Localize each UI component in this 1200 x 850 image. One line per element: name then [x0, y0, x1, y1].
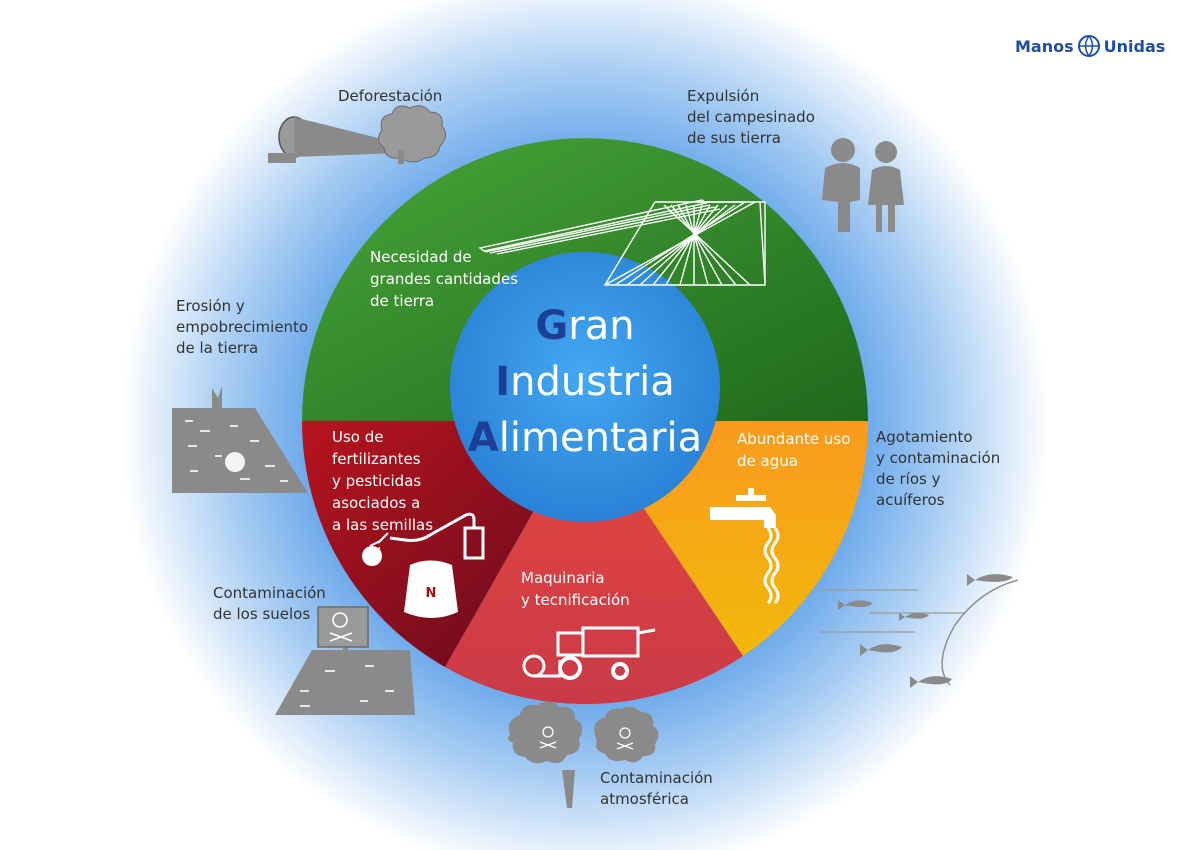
center-line-1: Gran	[535, 303, 635, 349]
fertilizer-bag-icon: N	[404, 560, 458, 618]
center-line-2: Industria	[495, 359, 675, 405]
water-tap-icon	[710, 488, 780, 604]
pollution-cloud-icon	[508, 701, 659, 808]
segment-machinery-label: Maquinaria y tecnificación	[521, 569, 630, 609]
impact-erosion-label: Erosión y empobrecimiento de la tierra	[176, 297, 309, 357]
sprayer-icon	[362, 512, 485, 566]
fish-icon	[820, 574, 1019, 688]
harvester-icon	[522, 626, 656, 680]
crop-rows-icon	[478, 199, 766, 286]
globe-icon	[1077, 35, 1100, 57]
center-title: Gran Industria Alimentaria	[440, 298, 730, 466]
segment-machinery	[445, 421, 743, 705]
eroded-field-icon	[172, 386, 308, 493]
manos-unidas-logo: Manos Unidas	[1015, 34, 1165, 58]
impact-deforestation-label: Deforestación	[338, 87, 443, 105]
log-and-tree-icon	[268, 105, 446, 164]
poison-sign-icon	[275, 606, 415, 715]
impact-water-depletion-label: Agotamiento y contaminación de ríos y ac…	[876, 428, 1001, 509]
center-circle	[450, 252, 720, 522]
segment-water-label: Abundante uso de agua	[737, 430, 851, 470]
peasants-icon	[822, 138, 904, 232]
impact-soil-contamination-label: Contaminación de los suelos	[213, 584, 326, 623]
segment-fertilizers-label: Uso de fertilizantes y pesticidas asocia…	[332, 428, 434, 534]
fertilizer-bag-label: N	[426, 586, 437, 601]
logo-text-right: Unidas	[1103, 36, 1166, 56]
center-line-3: Alimentaria	[467, 415, 703, 461]
logo-text-left: Manos	[1015, 36, 1074, 56]
impact-air-contamination-label: Contaminación atmosférica	[600, 769, 713, 808]
impact-expulsion-label: Expulsión del campesinado de sus tierra	[687, 87, 815, 147]
segment-land-label: Necesidad de grandes cantidades de tierr…	[370, 248, 518, 310]
